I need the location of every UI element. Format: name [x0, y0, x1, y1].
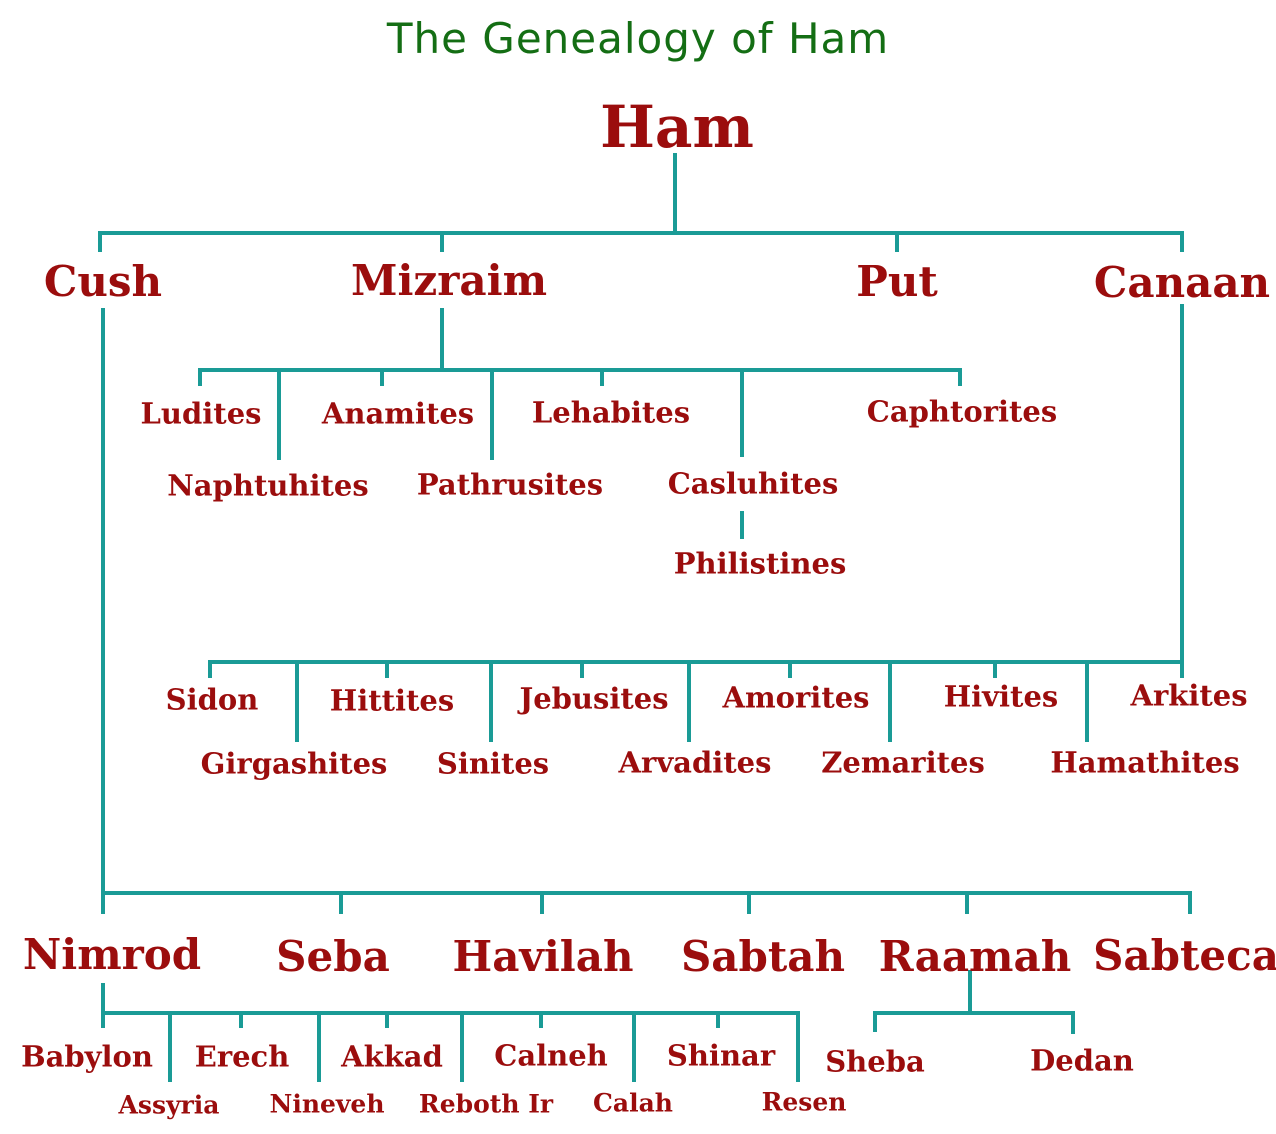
node-ham: Ham — [600, 93, 754, 161]
node-girgashites: Girgashites — [200, 746, 388, 781]
node-naphtuhites: Naphtuhites — [167, 468, 369, 503]
node-sabteca: Sabteca — [1093, 931, 1276, 980]
node-casluhites: Casluhites — [667, 466, 839, 501]
diagram-title: The Genealogy of Ham — [386, 14, 890, 63]
mizraim-connector — [198, 308, 962, 539]
node-canaan: Canaan — [1093, 258, 1271, 307]
node-sabtah: Sabtah — [680, 932, 846, 981]
node-calah: Calah — [593, 1088, 673, 1118]
node-raamah: Raamah — [878, 932, 1072, 981]
node-arvadites: Arvadites — [618, 745, 772, 780]
node-hamathites: Hamathites — [1050, 745, 1240, 780]
node-shinar: Shinar — [666, 1038, 776, 1073]
node-jebusites: Jebusites — [519, 681, 669, 716]
node-hivites: Hivites — [943, 679, 1059, 714]
node-assyria: Assyria — [118, 1090, 220, 1120]
raamah-connector — [873, 970, 1075, 1034]
node-sidon: Sidon — [165, 682, 259, 717]
node-sinites: Sinites — [436, 746, 550, 781]
node-pathrusites: Pathrusites — [416, 467, 604, 502]
node-calneh: Calneh — [494, 1038, 608, 1073]
node-nimrod: Nimrod — [22, 930, 202, 979]
node-amorites: Amorites — [722, 680, 870, 715]
node-nineveh: Nineveh — [269, 1089, 385, 1119]
ham-connector — [98, 153, 1184, 252]
node-babylon: Babylon — [21, 1039, 153, 1074]
node-put: Put — [856, 257, 938, 306]
node-reboth-ir: Reboth Ir — [418, 1089, 554, 1119]
node-akkad: Akkad — [341, 1039, 443, 1074]
node-lehabites: Lehabites — [531, 395, 691, 430]
node-seba: Seba — [276, 932, 390, 981]
node-mizraim: Mizraim — [350, 256, 548, 305]
node-zemarites: Zemarites — [821, 745, 985, 780]
node-erech: Erech — [194, 1039, 290, 1074]
node-arkites: Arkites — [1130, 678, 1248, 713]
node-philistines: Philistines — [673, 546, 847, 581]
cush-connector — [101, 308, 1192, 914]
node-havilah: Havilah — [452, 932, 634, 981]
canaan-connector — [208, 304, 1184, 742]
node-cush: Cush — [43, 257, 163, 306]
node-ludites: Ludites — [140, 396, 262, 431]
node-caphtorites: Caphtorites — [866, 394, 1058, 429]
node-resen: Resen — [761, 1087, 847, 1117]
node-sheba: Sheba — [825, 1044, 925, 1079]
node-anamites: Anamites — [321, 396, 475, 431]
node-hittites: Hittites — [329, 683, 455, 718]
node-dedan: Dedan — [1030, 1043, 1134, 1078]
nimrod-connector — [101, 983, 800, 1082]
